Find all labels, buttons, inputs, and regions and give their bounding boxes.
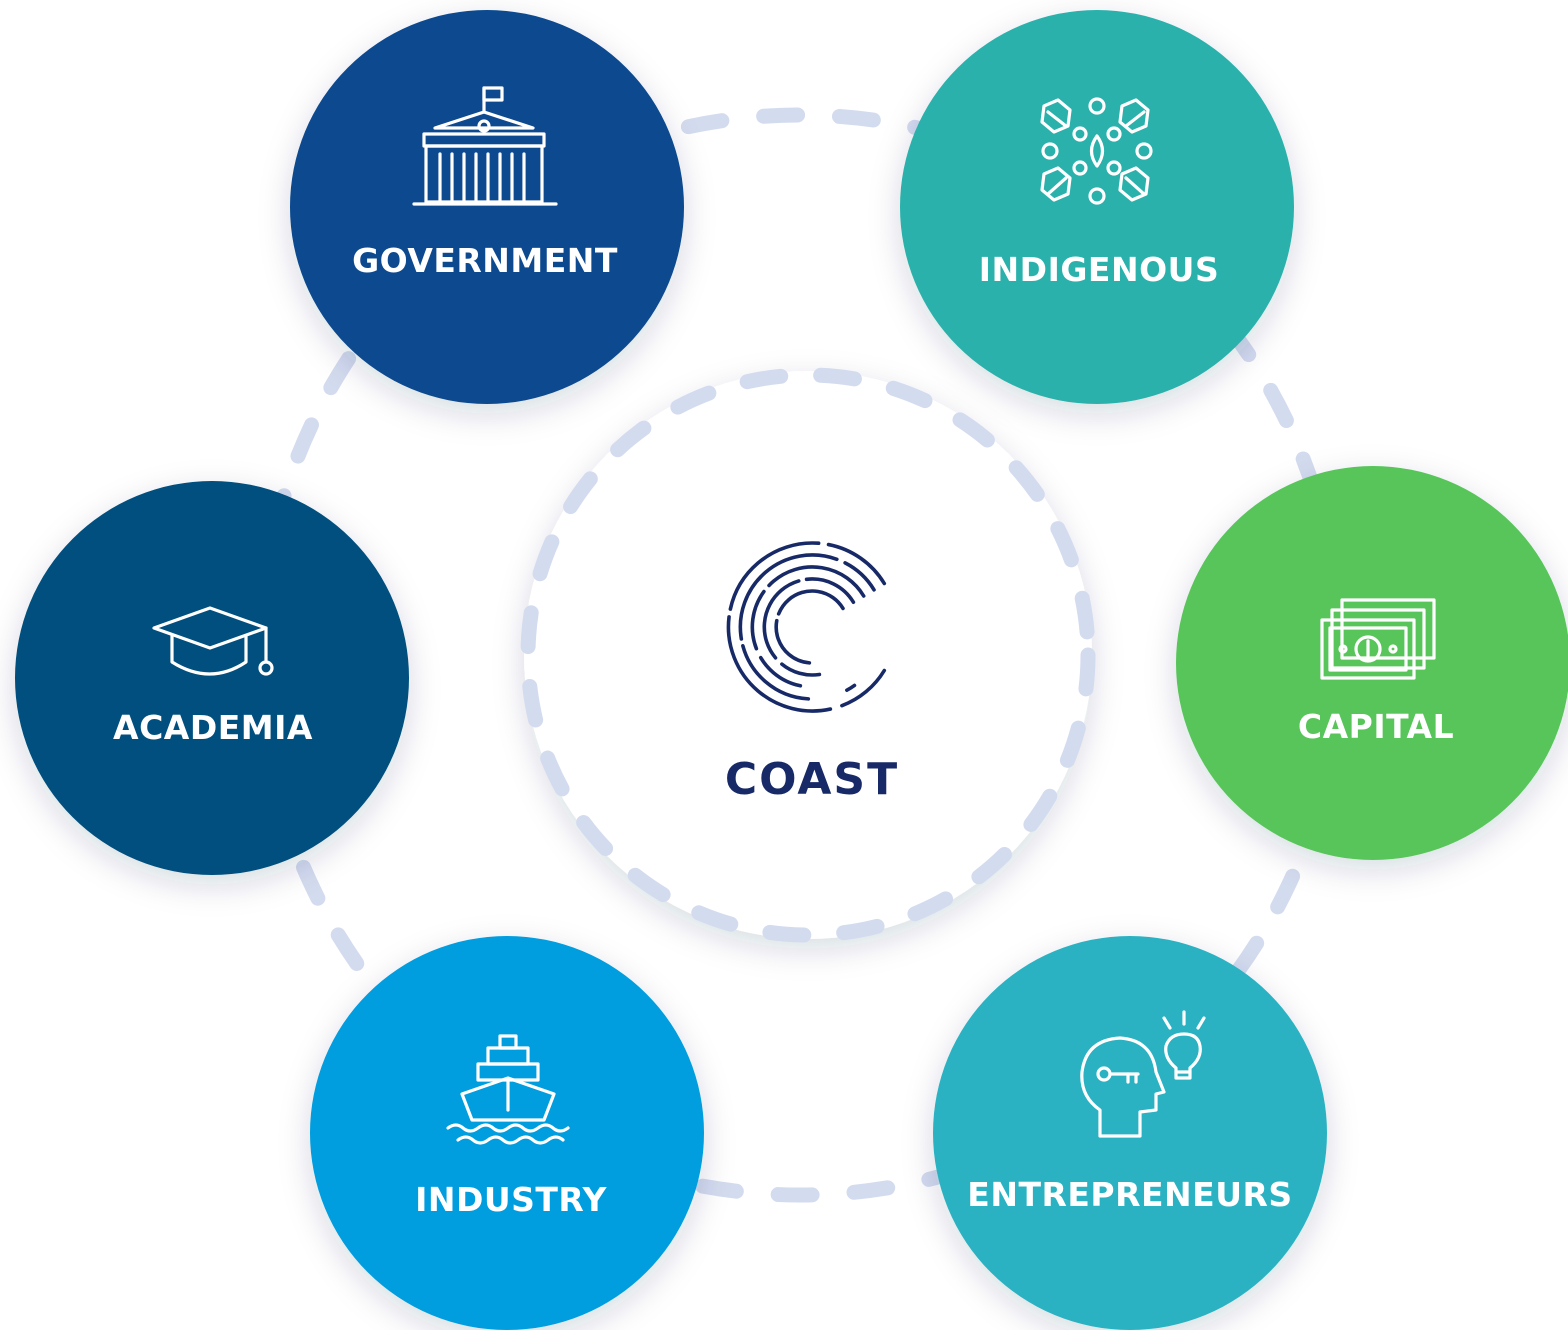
capital-label: CAPITAL (1298, 707, 1454, 746)
coast-logo-icon (726, 541, 887, 713)
node-academia[interactable]: ACADEMIA (15, 481, 409, 875)
node-government[interactable]: GOVERNMENT (290, 10, 684, 404)
node-indigenous[interactable]: INDIGENOUS (900, 10, 1294, 404)
node-capital[interactable]: CAPITAL (1176, 466, 1568, 860)
money-stack-icon (1320, 598, 1436, 680)
academia-label: ACADEMIA (113, 708, 313, 747)
ship-icon (446, 1034, 570, 1145)
capital-circle (1176, 466, 1568, 860)
graduation-cap-icon (152, 606, 274, 676)
indigenous-label: INDIGENOUS (979, 250, 1219, 289)
entrepreneurs-label: ENTREPRENEURS (967, 1175, 1292, 1214)
government-label: GOVERNMENT (352, 241, 618, 280)
center-dashed-ring (520, 367, 1096, 943)
industry-circle (310, 936, 704, 1330)
academia-circle (15, 481, 409, 875)
entrepreneurs-circle (933, 936, 1327, 1330)
center-circle (524, 371, 1092, 939)
leaf-pattern-icon (1040, 97, 1153, 205)
head-key-lightbulb-icon (1080, 1010, 1206, 1138)
node-industry[interactable]: INDUSTRY (310, 936, 704, 1330)
industry-label: INDUSTRY (415, 1180, 607, 1219)
center-label: COAST (725, 754, 899, 805)
indigenous-circle (900, 10, 1294, 404)
government-circle (290, 10, 684, 404)
node-entrepreneurs[interactable]: ENTREPRENEURS (933, 936, 1327, 1330)
government-building-icon (412, 86, 558, 206)
